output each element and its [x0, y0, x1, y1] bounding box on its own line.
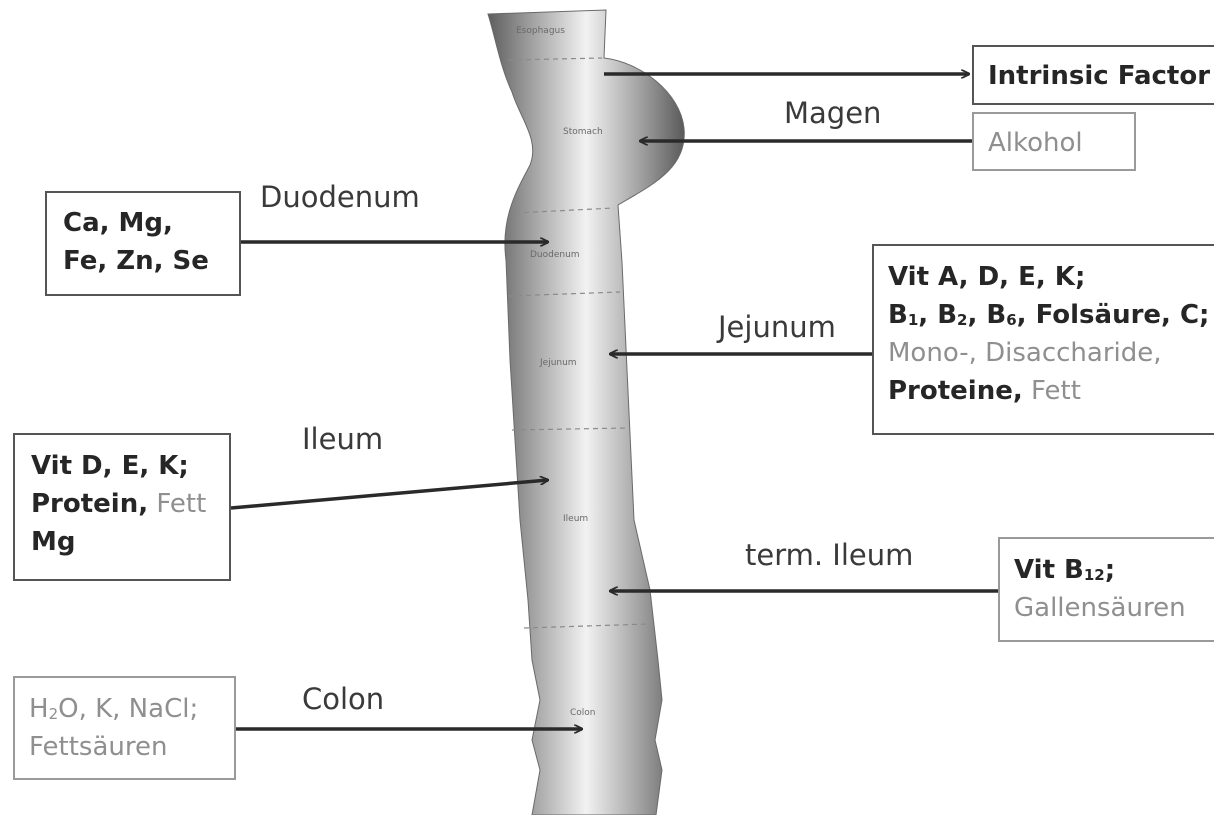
label-jejunum: Jejunum — [718, 310, 836, 344]
box-duodenum-minerals: Ca, Mg, Fe, Zn, Se — [45, 191, 241, 296]
intrinsic-factor-text: Intrinsic Factor — [988, 61, 1210, 91]
tube-label-ileum: Ileum — [563, 514, 588, 524]
box-intrinsic-factor: Intrinsic Factor — [972, 45, 1214, 105]
arrow-ileum — [231, 480, 548, 508]
box-alkohol: Alkohol — [972, 112, 1136, 171]
jejunum-line3: Mono-, Disaccharide, — [888, 334, 1214, 372]
ileum-line2: Protein, Fett — [31, 485, 229, 523]
duodenum-line1: Ca, Mg, — [63, 204, 239, 242]
colon-line1: H2O, K, NaCl; — [29, 690, 234, 728]
jejunum-line2: B1, B2, B6, Folsäure, C; — [888, 296, 1214, 334]
label-term-ileum: term. Ileum — [745, 538, 913, 572]
ileum-line1: Vit D, E, K; — [31, 447, 229, 485]
tube-label-stomach: Stomach — [563, 127, 603, 137]
term-ileum-line1: Vit B12; — [1014, 551, 1214, 589]
ileum-line3: Mg — [31, 523, 229, 561]
label-ileum: Ileum — [302, 422, 383, 456]
duodenum-line2: Fe, Zn, Se — [63, 242, 239, 280]
box-ileum-nutrients: Vit D, E, K; Protein, Fett Mg — [13, 433, 231, 581]
tube-label-duodenum: Duodenum — [530, 250, 580, 260]
label-duodenum: Duodenum — [260, 180, 420, 214]
label-colon: Colon — [302, 682, 384, 716]
box-colon: H2O, K, NaCl; Fettsäuren — [13, 676, 236, 780]
alkohol-text: Alkohol — [988, 128, 1083, 158]
term-ileum-line2: Gallensäuren — [1014, 589, 1214, 627]
tube-label-colon: Colon — [570, 708, 596, 718]
colon-line2: Fettsäuren — [29, 728, 234, 766]
box-jejunum-nutrients: Vit A, D, E, K; B1, B2, B6, Folsäure, C;… — [872, 244, 1214, 435]
jejunum-line4: Proteine, Fett — [888, 372, 1214, 410]
label-magen: Magen — [784, 96, 881, 130]
jejunum-line1: Vit A, D, E, K; — [888, 258, 1214, 296]
tube-label-jejunum: Jejunum — [540, 358, 577, 368]
box-term-ileum: Vit B12; Gallensäuren — [998, 537, 1214, 642]
tube-label-esophagus: Esophagus — [516, 26, 565, 36]
